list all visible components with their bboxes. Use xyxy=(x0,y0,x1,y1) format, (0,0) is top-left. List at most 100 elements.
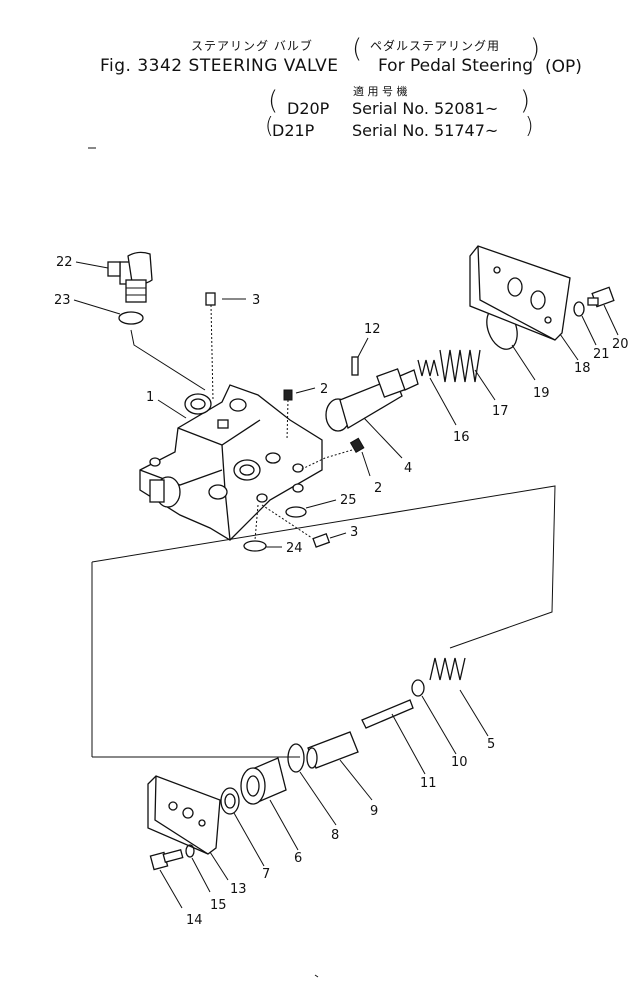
bearing-7-inner xyxy=(224,793,236,809)
stray-mark-bottom xyxy=(314,974,319,978)
callout-5: 5 xyxy=(487,737,495,752)
spring-5 xyxy=(429,657,466,681)
jp-serial-heading: 適 用 号 機 xyxy=(353,85,408,98)
callout-3-top: 3 xyxy=(252,293,260,308)
leader-23 xyxy=(130,329,206,391)
callout-14: 14 xyxy=(186,913,203,928)
jp-title: ステアリング バルブ xyxy=(191,39,313,53)
callout-13: 13 xyxy=(230,882,247,897)
leader-8 xyxy=(299,771,337,826)
callout-6: 6 xyxy=(294,851,302,866)
open-paren: ( xyxy=(352,34,363,64)
plug-3-lower xyxy=(312,533,331,548)
callout-22: 22 xyxy=(56,255,73,270)
leader-6 xyxy=(269,799,299,851)
figure-title: Fig. 3342 STEERING VALVE xyxy=(100,56,339,76)
callout-4: 4 xyxy=(404,461,412,476)
leader-25 xyxy=(305,499,337,509)
serial-close-paren: ) xyxy=(520,86,531,116)
serial-open-paren: ( xyxy=(268,86,279,116)
plug-2-dash xyxy=(286,399,289,441)
leader-2-lower xyxy=(361,451,371,477)
leader-21 xyxy=(581,315,597,346)
plug-3-dash xyxy=(210,304,214,401)
serial-model-d20p: D20P xyxy=(287,99,330,118)
leader-7 xyxy=(233,812,265,867)
spring-17 xyxy=(439,349,481,383)
valve-body xyxy=(139,384,323,541)
callout-12: 12 xyxy=(364,322,381,337)
o-ring-25 xyxy=(285,506,307,518)
option-label: (OP) xyxy=(545,57,582,77)
callout-2-lower: 2 xyxy=(374,481,382,496)
leader-19 xyxy=(511,344,536,381)
spring-16 xyxy=(417,359,439,377)
serial-number-d21p: Serial No. 51747~ xyxy=(352,121,499,140)
leader-22 xyxy=(75,261,109,269)
for-pedal-title: For Pedal Steering xyxy=(378,56,534,76)
assembly-frame-line xyxy=(91,485,556,649)
leader-5 xyxy=(459,689,489,737)
callout-3-lower: 3 xyxy=(350,525,358,540)
callout-15: 15 xyxy=(210,898,227,913)
callout-24: 24 xyxy=(286,541,303,556)
serial-open-paren-2: ( xyxy=(265,114,274,139)
leader-1 xyxy=(157,399,187,419)
leader-15 xyxy=(191,857,211,893)
callout-8: 8 xyxy=(331,828,339,843)
o-ring-24 xyxy=(243,540,267,552)
leader-14 xyxy=(159,869,183,909)
ring-10 xyxy=(411,679,425,697)
pin-11 xyxy=(361,699,414,729)
callout-25: 25 xyxy=(340,493,357,508)
leader-9 xyxy=(339,759,373,801)
jp-subtitle: ペダルステアリング用 xyxy=(370,39,501,53)
callout-23: 23 xyxy=(54,293,71,308)
leader-17 xyxy=(474,369,496,401)
plug-2-lower xyxy=(349,437,365,454)
callout-17: 17 xyxy=(492,404,509,419)
leader-2-upper xyxy=(295,387,316,394)
o-ring-23 xyxy=(118,311,144,325)
callout-1: 1 xyxy=(146,390,154,405)
leader-18 xyxy=(559,333,579,361)
elbow-fitting xyxy=(107,251,153,303)
serial-number-d20p: Serial No. 52081~ xyxy=(352,99,499,118)
plug-2-lower-dash xyxy=(299,449,353,471)
leader-13 xyxy=(209,851,229,881)
plug-3-lower-dash xyxy=(261,504,313,539)
callout-9: 9 xyxy=(370,804,378,819)
cover-plate-13 xyxy=(147,775,221,855)
bolt-14 xyxy=(149,849,184,871)
sleeve-6 xyxy=(240,757,287,805)
callout-2-upper: 2 xyxy=(320,382,328,397)
spool-4 xyxy=(325,368,419,432)
bearing-7 xyxy=(220,787,240,815)
leader-3-lower xyxy=(329,532,347,539)
callout-7: 7 xyxy=(262,867,270,882)
leader-4 xyxy=(363,417,403,459)
washer-21 xyxy=(573,301,585,317)
dash-24 xyxy=(254,504,259,541)
callout-11: 11 xyxy=(420,776,437,791)
leader-12 xyxy=(357,337,369,358)
pin-12 xyxy=(351,356,359,376)
leader-11 xyxy=(391,713,426,775)
leader-10 xyxy=(421,695,457,755)
serial-model-d21p: D21P xyxy=(272,121,315,140)
washer-15 xyxy=(185,844,195,858)
serial-close-paren-2: ) xyxy=(525,114,534,139)
leader-20 xyxy=(603,304,619,336)
callout-18: 18 xyxy=(574,361,591,376)
callout-20: 20 xyxy=(612,337,629,352)
callout-19: 19 xyxy=(533,386,550,401)
callout-10: 10 xyxy=(451,755,468,770)
callout-21: 21 xyxy=(593,347,610,362)
bolt-20 xyxy=(587,286,615,308)
callout-16: 16 xyxy=(453,430,470,445)
leader-23b xyxy=(73,299,121,315)
close-paren: ) xyxy=(530,34,541,64)
cover-plate-18 xyxy=(469,245,571,341)
plunger-9 xyxy=(306,731,359,769)
